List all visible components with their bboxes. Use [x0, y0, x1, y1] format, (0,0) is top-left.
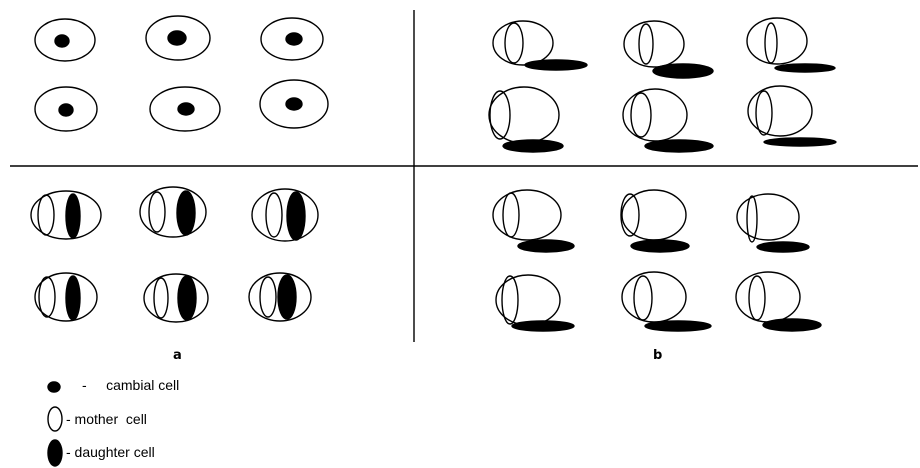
quadrant-b-top-cells	[488, 17, 837, 153]
panel-label-a: a	[173, 348, 182, 363]
legend-label-cambial-cell: - cambial cell	[82, 377, 180, 393]
dividing-cell	[30, 190, 102, 240]
dividing-cell	[251, 188, 319, 242]
legend-mother-symbol	[47, 406, 63, 432]
dividing-cell	[746, 17, 836, 73]
quadrant-a-top-cambial-cells	[34, 15, 329, 132]
dividing-cell	[495, 274, 575, 332]
dividing-cell	[736, 193, 810, 253]
legend-cambial-symbol	[47, 381, 61, 393]
legend-daughter-symbol	[47, 439, 63, 467]
cambial-cell	[34, 18, 96, 62]
dividing-cell	[621, 271, 712, 332]
dividing-cell	[620, 189, 690, 253]
dividing-cell	[747, 85, 837, 147]
dividing-cell	[623, 20, 714, 79]
cambial-cell	[259, 79, 329, 129]
cambial-cell	[34, 86, 98, 132]
dividing-cell	[492, 20, 588, 71]
dividing-cell	[143, 273, 209, 323]
dividing-cell	[492, 189, 575, 253]
legend-label-daughter-cell: - daughter cell	[66, 444, 155, 460]
dividing-cell	[622, 88, 714, 153]
quadrant-b-bottom-cells	[492, 189, 822, 332]
cambial-cell	[260, 17, 324, 61]
dividing-cell	[735, 271, 822, 332]
legend-label-mother-cell: - mother cell	[66, 411, 147, 427]
dividing-cell	[139, 186, 207, 238]
dividing-cell	[248, 272, 312, 322]
dividing-cell	[488, 86, 564, 153]
dividing-cell	[34, 272, 98, 322]
cambial-cell	[149, 86, 221, 132]
quadrant-a-bottom-dividing-cells	[30, 186, 319, 323]
cambial-cell	[145, 15, 211, 61]
panel-label-b: b	[653, 348, 663, 363]
